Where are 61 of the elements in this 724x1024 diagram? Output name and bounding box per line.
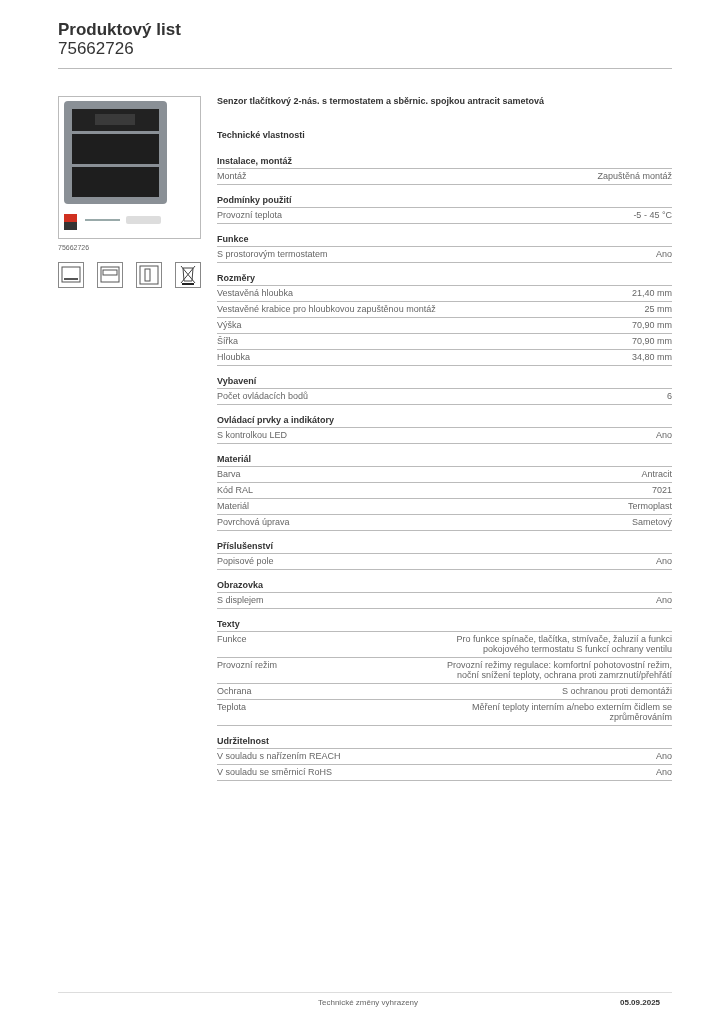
property-name: S displejem bbox=[217, 595, 264, 605]
property-value: 6 bbox=[667, 391, 672, 401]
property-name: Šířka bbox=[217, 336, 238, 346]
section-heading: Obrazovka bbox=[217, 580, 264, 590]
property-name: Počet ovládacích bodů bbox=[217, 391, 309, 401]
property-value: Pro funkce spínače, tlačítka, stmívače, žaluzií a funkci pokojového termostatu S funkcí ochrany ventilu bbox=[455, 634, 672, 654]
property-value: Ano bbox=[656, 767, 672, 777]
property-value: 7021 bbox=[651, 485, 672, 495]
property-name: Funkce bbox=[217, 634, 247, 646]
property-value: Provozní režimy regulace: komfortní pohotovostní režim, noční snížení teploty, ochrana proti zamrznutí/přehřátí bbox=[445, 660, 672, 680]
property-name: Vestavěné krabice pro hloubkovou zapuštěnou montáž bbox=[217, 304, 436, 314]
property-name: Hloubka bbox=[217, 352, 251, 362]
property-name: V souladu s nařízením REACH bbox=[217, 751, 341, 761]
section-heading: Podmínky použití bbox=[217, 195, 292, 205]
property-value: -5 - 45 °C bbox=[633, 210, 672, 220]
property-value: Zapuštěná montáž bbox=[597, 171, 672, 181]
property-value: Měření teploty interním a/nebo externím čidlem se zprůměrováním bbox=[470, 702, 672, 722]
property-name: Barva bbox=[217, 469, 241, 479]
page-title: Produktový list bbox=[58, 20, 181, 40]
property-name: Ochrana bbox=[217, 686, 252, 696]
section-heading: Funkce bbox=[217, 234, 249, 244]
property-name: Provozní teplota bbox=[217, 210, 283, 220]
property-value: 70,90 mm bbox=[631, 336, 672, 346]
property-value: 70,90 mm bbox=[631, 320, 672, 330]
property-value: 34,80 mm bbox=[631, 352, 672, 362]
section-heading: Rozměry bbox=[217, 273, 255, 283]
footer-date: 05.09.2025 bbox=[620, 998, 661, 1007]
property-name: Výška bbox=[217, 320, 242, 330]
property-value: Ano bbox=[656, 595, 672, 605]
section-title: Technické vlastnosti bbox=[217, 130, 306, 140]
property-value: S ochranou proti demontáži bbox=[561, 686, 672, 696]
section-heading: Instalace, montáž bbox=[217, 156, 293, 166]
property-name: Povrchová úprava bbox=[217, 517, 290, 527]
section-heading: Udržitelnost bbox=[217, 736, 269, 746]
section-heading: Texty bbox=[217, 619, 240, 629]
product-name: Senzor tlačítkový 2-nás. s termostatem a sběrnic. spojkou antracit sametová bbox=[217, 96, 546, 106]
section-heading: Vybavení bbox=[217, 376, 257, 386]
section-heading: Ovládací prvky a indikátory bbox=[217, 415, 335, 425]
property-name: Provozní režim bbox=[217, 660, 278, 672]
property-value: Antracit bbox=[641, 469, 672, 479]
section-heading: Materiál bbox=[217, 454, 251, 464]
property-name: Materiál bbox=[217, 501, 249, 511]
property-value: Ano bbox=[656, 249, 672, 259]
property-name: Teplota bbox=[217, 702, 247, 714]
property-value: Ano bbox=[656, 556, 672, 566]
property-name: Vestavěná hloubka bbox=[217, 288, 294, 298]
property-name: V souladu se směrnicí RoHS bbox=[217, 767, 333, 777]
property-value: Ano bbox=[656, 430, 672, 440]
property-name: Popisové pole bbox=[217, 556, 274, 566]
property-name: S kontrolkou LED bbox=[217, 430, 288, 440]
footer-note: Technické změny vyhrazeny bbox=[318, 998, 419, 1007]
property-name: Montáž bbox=[217, 171, 247, 181]
property-value: 25 mm bbox=[644, 304, 672, 314]
property-value: Termoplast bbox=[628, 501, 672, 511]
property-value: Sametový bbox=[631, 517, 672, 527]
property-name: Kód RAL bbox=[217, 485, 254, 495]
property-value: 21,40 mm bbox=[631, 288, 672, 298]
property-value: Ano bbox=[656, 751, 672, 761]
property-name: S prostorovým termostatem bbox=[217, 249, 328, 259]
product-number: 75662726 bbox=[58, 39, 134, 59]
section-heading: Příslušenství bbox=[217, 541, 274, 551]
